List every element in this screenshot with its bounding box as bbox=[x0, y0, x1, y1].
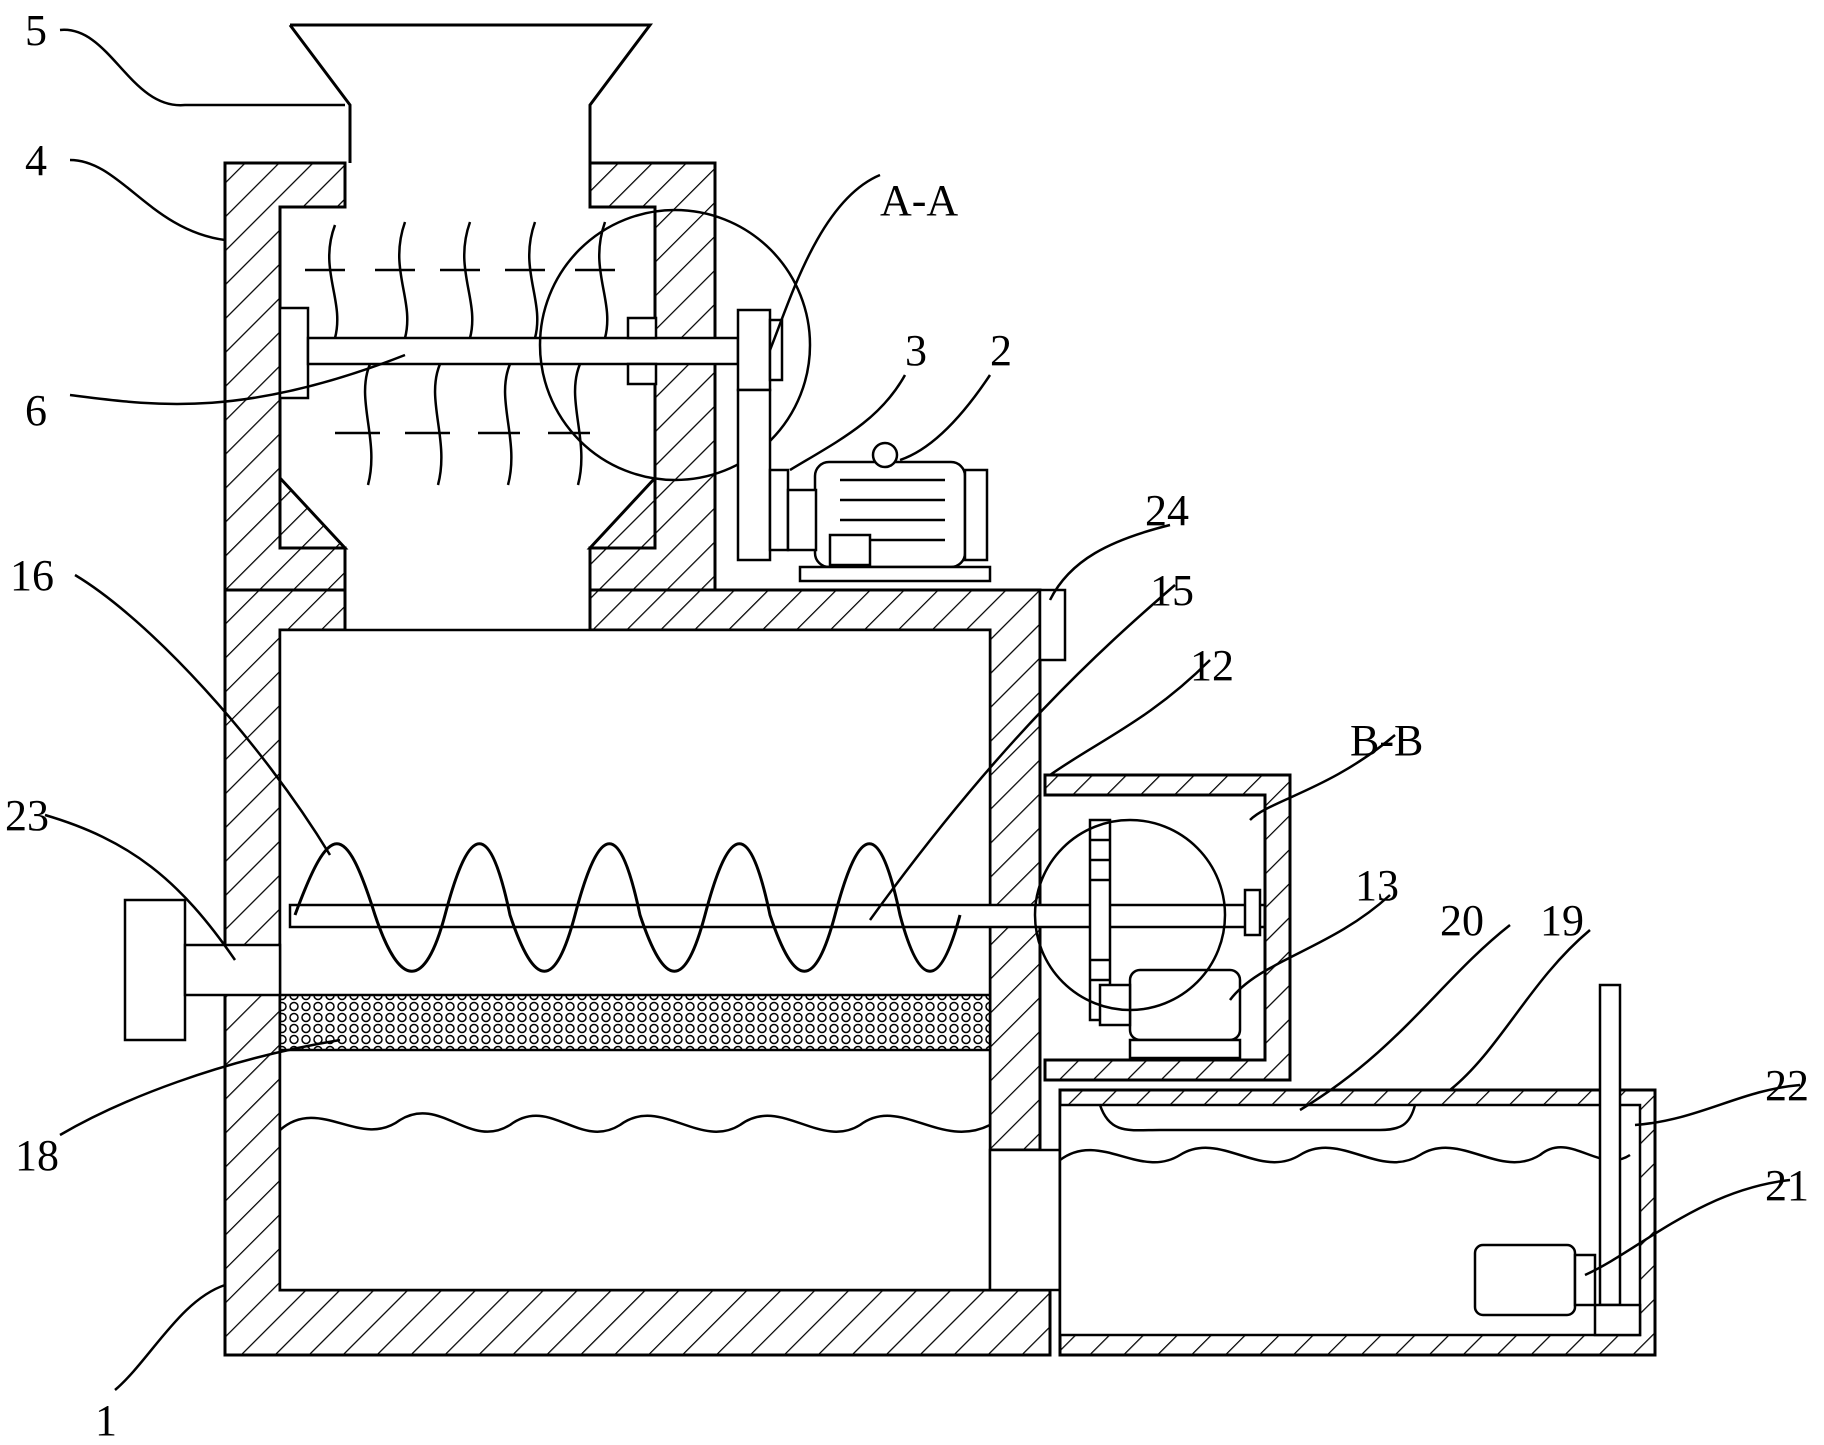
label-21: 21 bbox=[1765, 1161, 1809, 1210]
label-4: 4 bbox=[25, 136, 47, 185]
detail-circle-a bbox=[538, 208, 812, 482]
label-1: 1 bbox=[95, 1396, 117, 1445]
detail-circle-b bbox=[1033, 818, 1227, 1012]
leader-lines bbox=[44, 28, 1801, 1391]
label-section-a: A-A bbox=[880, 176, 958, 225]
filter-screen bbox=[278, 993, 992, 1052]
crusher-housing bbox=[223, 161, 717, 592]
label-2: 2 bbox=[990, 326, 1012, 375]
crusher-motor bbox=[786, 441, 992, 583]
label-20: 20 bbox=[1440, 896, 1484, 945]
crusher-blades bbox=[305, 221, 615, 486]
label-22: 22 bbox=[1765, 1061, 1809, 1110]
label-13: 13 bbox=[1355, 861, 1399, 910]
bracket bbox=[1038, 588, 1067, 662]
label-section-b: B-B bbox=[1350, 716, 1423, 765]
label-19: 19 bbox=[1540, 896, 1584, 945]
liquid-level bbox=[279, 1112, 991, 1133]
label-12: 12 bbox=[1190, 641, 1234, 690]
part-labels: 5 4 6 A-A 3 2 24 15 16 12 B-B 23 13 20 1… bbox=[5, 6, 1809, 1445]
label-16: 16 bbox=[10, 551, 54, 600]
collection-tank bbox=[1058, 983, 1657, 1357]
gear-box bbox=[1043, 773, 1292, 1082]
connecting-pipe bbox=[988, 1148, 1062, 1292]
label-18: 18 bbox=[15, 1131, 59, 1180]
label-6: 6 bbox=[25, 386, 47, 435]
label-5: 5 bbox=[25, 6, 47, 55]
belt-drive bbox=[736, 388, 790, 562]
label-3: 3 bbox=[905, 326, 927, 375]
crusher-shaft bbox=[278, 306, 784, 400]
label-23: 23 bbox=[5, 791, 49, 840]
main-body bbox=[223, 588, 1052, 1357]
screw-conveyor bbox=[123, 842, 1272, 1042]
label-24: 24 bbox=[1145, 486, 1189, 535]
feed-hopper bbox=[288, 23, 653, 163]
label-15: 15 bbox=[1150, 566, 1194, 615]
